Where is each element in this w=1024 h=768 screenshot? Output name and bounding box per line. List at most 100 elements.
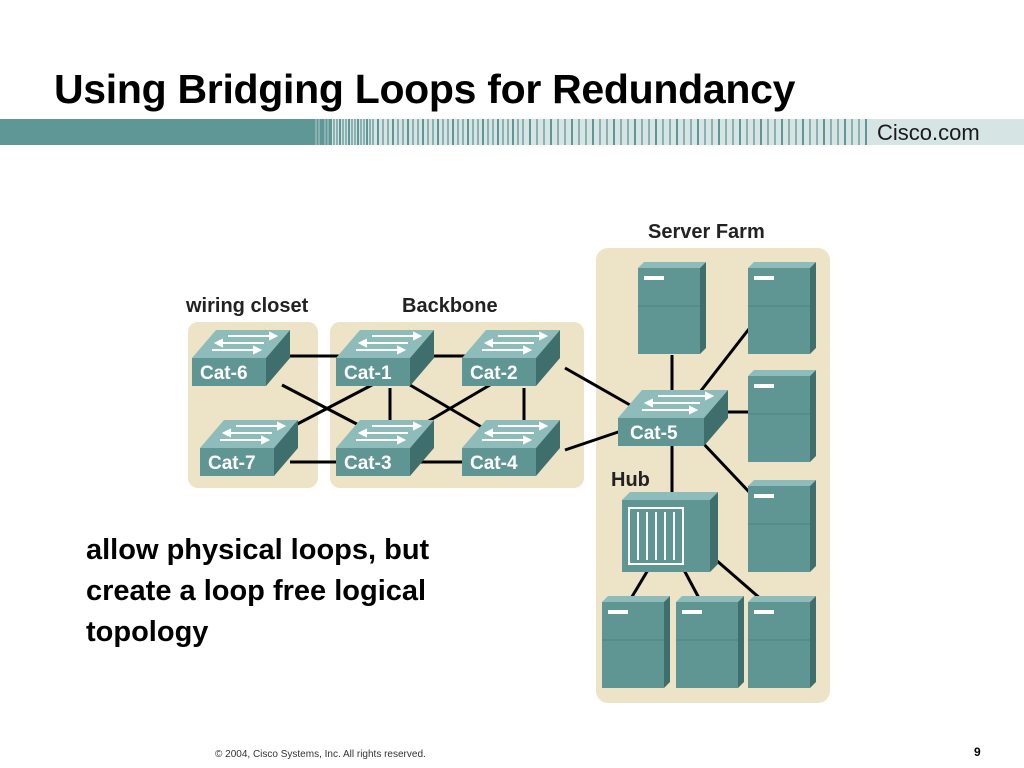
header-stripe <box>683 119 685 145</box>
server-farm-label: Server Farm <box>648 221 765 243</box>
header-stripe <box>760 119 762 145</box>
header-stripe <box>746 119 748 145</box>
header-stripe <box>354 119 356 145</box>
link-cat5-server-right-lower <box>698 438 754 497</box>
header-stripe <box>351 119 353 145</box>
header-stripe <box>627 119 629 145</box>
header-stripe <box>816 119 818 145</box>
server-icon <box>676 596 744 688</box>
header-bar <box>0 119 1024 145</box>
switch-cat2: Cat-2 <box>462 330 560 386</box>
header-stripe <box>788 119 790 145</box>
switch-arrows-icon <box>482 421 549 445</box>
header-stripe <box>339 119 341 145</box>
switch-label: Cat-1 <box>344 363 392 384</box>
header-stripe <box>543 119 545 145</box>
switch-cat5: Cat-5 <box>618 390 728 446</box>
header-stripe <box>432 119 434 145</box>
header-stripe <box>512 119 514 145</box>
header-stripe <box>571 119 573 145</box>
link-hub-server-bl <box>628 569 650 601</box>
header-stripe <box>507 119 509 145</box>
header-stripe <box>412 119 414 145</box>
header-stripe <box>363 119 365 145</box>
switch-arrows-icon <box>356 421 423 445</box>
header-stripe <box>690 119 692 145</box>
header-stripe <box>753 119 755 145</box>
header-stripe <box>447 119 449 145</box>
header-stripe <box>417 119 419 145</box>
header-stripe <box>725 119 727 145</box>
header-stripe <box>550 119 552 145</box>
caption-text: allow physical loops, but create a loop … <box>86 530 526 653</box>
header-stripe <box>592 119 594 145</box>
header-stripe <box>402 119 404 145</box>
server-icon <box>748 262 816 354</box>
header-stripe <box>718 119 720 145</box>
header-stripe <box>851 119 853 145</box>
header-stripe <box>336 119 338 145</box>
hub-label: Hub <box>611 469 650 491</box>
header-stripe <box>739 119 741 145</box>
header-stripe <box>837 119 839 145</box>
header-stripe <box>536 119 538 145</box>
switch-label: Cat-5 <box>630 423 678 444</box>
header-stripe <box>522 119 524 145</box>
header-stripe <box>372 119 374 145</box>
header-stripe <box>669 119 671 145</box>
caption-line: allow physical loops, but <box>86 534 430 566</box>
header-stripe <box>767 119 769 145</box>
header-stripe <box>324 119 326 145</box>
switch-label: Cat-3 <box>344 453 392 474</box>
hub-device <box>622 492 718 572</box>
switch-cat4: Cat-4 <box>462 420 560 476</box>
header-stripe <box>676 119 678 145</box>
header-stripe <box>462 119 464 145</box>
switch-label: Cat-7 <box>208 453 256 474</box>
header-stripe <box>333 119 335 145</box>
header-stripe <box>585 119 587 145</box>
page-number: 9 <box>974 745 981 759</box>
header-stripe <box>634 119 636 145</box>
copyright-footer: © 2004, Cisco Systems, Inc. All rights r… <box>215 749 426 760</box>
header-stripe <box>472 119 474 145</box>
link-hub-server-bm <box>682 569 702 601</box>
header-stripe <box>492 119 494 145</box>
server-icon <box>748 480 816 572</box>
header-stripe <box>312 119 314 145</box>
header-stripe <box>865 119 867 145</box>
header-stripe <box>369 119 371 145</box>
switch-arrows-icon <box>220 421 287 445</box>
header-stripe <box>641 119 643 145</box>
header-stripe <box>809 119 811 145</box>
header-stripe <box>662 119 664 145</box>
server-farm-panel <box>596 248 830 703</box>
server-icon <box>748 596 816 688</box>
header-stripe <box>655 119 657 145</box>
header-stripe <box>467 119 469 145</box>
header-stripe <box>578 119 580 145</box>
header-stripe <box>387 119 389 145</box>
header-stripe <box>392 119 394 145</box>
caption-line: create a loop free logical <box>86 575 427 607</box>
header-stripe <box>564 119 566 145</box>
server-icon <box>638 262 706 354</box>
switch-arrows-icon <box>642 391 715 415</box>
header-stripe <box>774 119 776 145</box>
brand-logo: Cisco.com <box>877 120 980 145</box>
header-stripe <box>318 119 320 145</box>
switch-label: Cat-4 <box>470 453 518 474</box>
switch-arrows-icon <box>356 331 423 355</box>
page-title: Using Bridging Loops for Redundancy <box>54 66 796 112</box>
header-stripe <box>613 119 615 145</box>
header-stripe <box>442 119 444 145</box>
header-stripe <box>606 119 608 145</box>
header-stripe <box>397 119 399 145</box>
network-links <box>281 324 763 602</box>
header-stripe <box>697 119 699 145</box>
header-stripe <box>599 119 601 145</box>
header-stripe <box>620 119 622 145</box>
server-icon <box>602 596 670 688</box>
header-stripe <box>366 119 368 145</box>
header-stripe <box>732 119 734 145</box>
